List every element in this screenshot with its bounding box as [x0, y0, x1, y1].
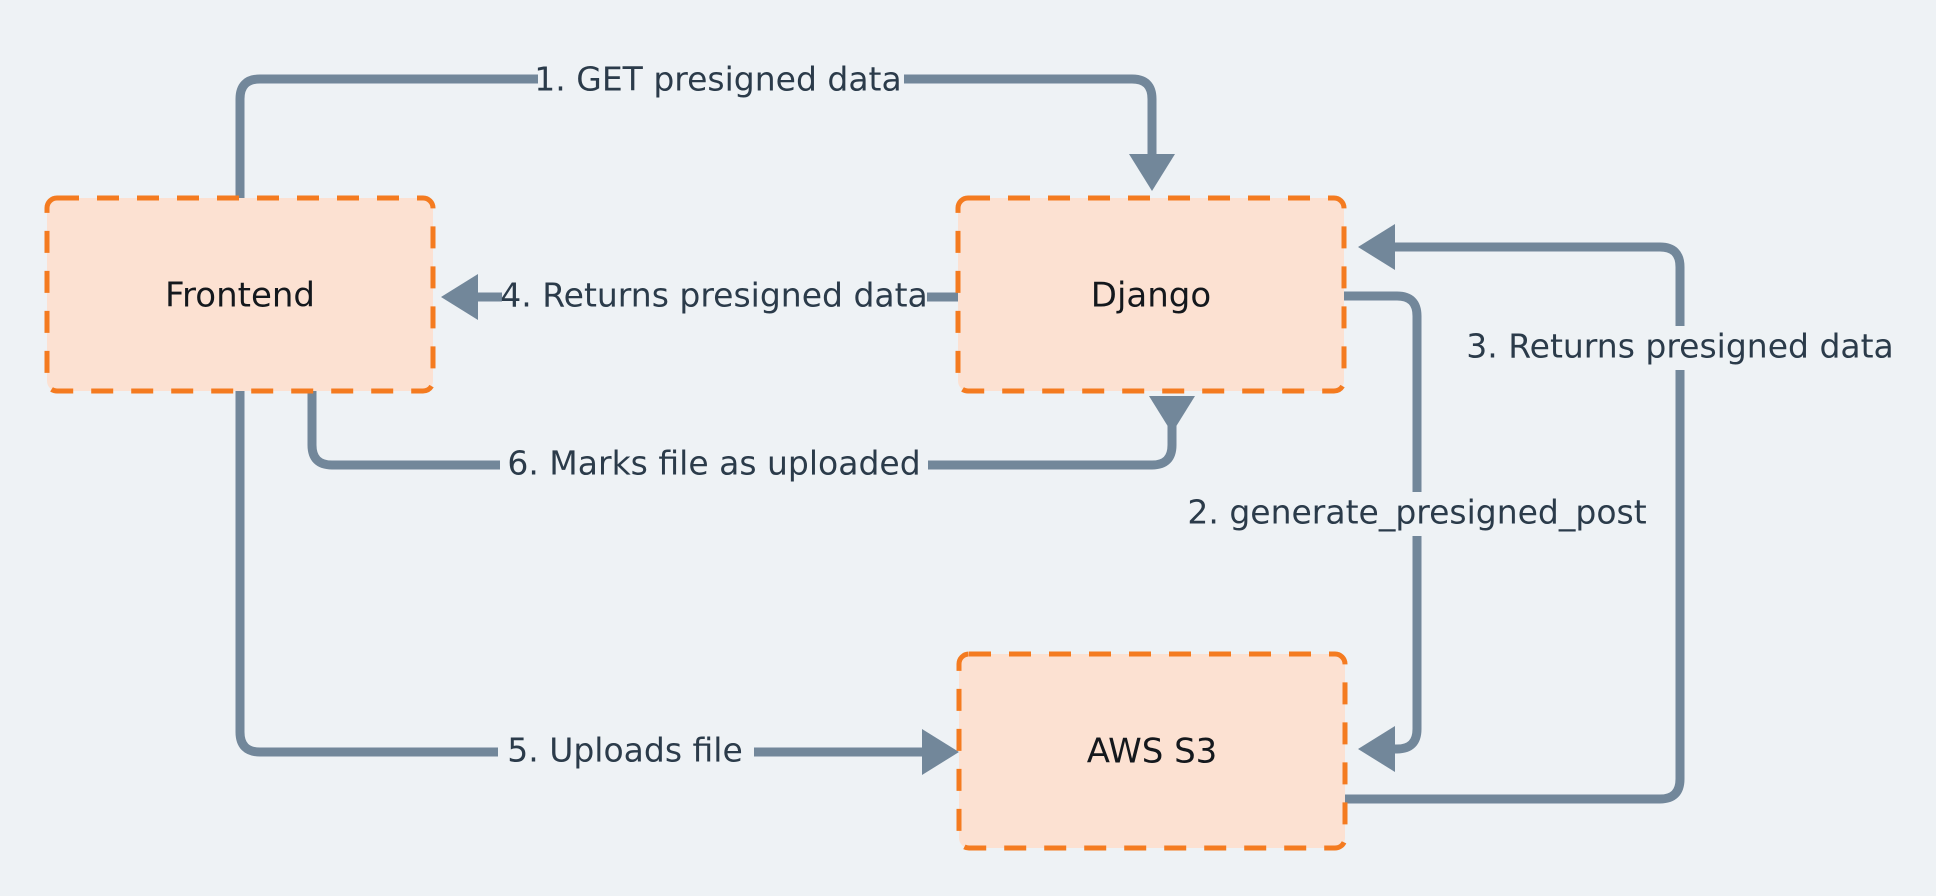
- node-django-box[interactable]: [955, 195, 1347, 394]
- edge-4-arrowhead: [441, 274, 478, 320]
- edge-5-label: 5. Uploads file: [507, 731, 743, 770]
- edge-1-arrowhead: [1129, 154, 1175, 191]
- node-aws-s3-box[interactable]: [956, 651, 1348, 851]
- edge-2-label-backdrop: [1196, 492, 1638, 536]
- edge-4-label: 4. Returns presigned data: [500, 276, 928, 315]
- edge-3-label: 3. Returns presigned data: [1466, 327, 1894, 366]
- edge-4-label-backdrop: [502, 275, 927, 319]
- edge-3-arrowhead: [1358, 224, 1395, 270]
- node-aws-s3-label: AWS S3: [1087, 732, 1218, 772]
- edge-2-generate-presigned-post: 2. generate_presigned_post: [1187, 291, 1647, 772]
- node-django[interactable]: Django: [955, 195, 1347, 394]
- edge-1-get-presigned-data: 1. GET presigned data: [235, 58, 1175, 203]
- edge-3-label-backdrop: [1470, 326, 1894, 370]
- edge-1-label-backdrop: [538, 58, 904, 102]
- node-frontend[interactable]: Frontend: [44, 195, 436, 394]
- node-frontend-box[interactable]: [44, 195, 436, 394]
- edge-6-label: 6. Marks file as uploaded: [507, 444, 920, 483]
- edge-6-marks-file-as-uploaded: 6. Marks file as uploaded: [307, 386, 1195, 487]
- edge-6-arrowhead: [1149, 396, 1195, 433]
- node-frontend-label: Frontend: [165, 276, 315, 316]
- edge-5-line: [235, 386, 939, 757]
- edge-3-returns-presigned-data: 3. Returns presigned data: [1339, 224, 1894, 804]
- edge-4-returns-presigned-data: 4. Returns presigned data: [441, 274, 963, 320]
- edge-5-uploads-file: 5. Uploads file: [235, 386, 959, 775]
- edge-1-label: 1. GET presigned data: [534, 60, 901, 99]
- edge-2-arrowhead: [1358, 726, 1395, 772]
- node-django-label: Django: [1091, 276, 1211, 316]
- edge-6-label-backdrop: [500, 443, 928, 487]
- edge-2-label: 2. generate_presigned_post: [1187, 493, 1646, 532]
- edge-5-label-backdrop: [498, 730, 754, 774]
- edge-3-line: [1339, 242, 1685, 804]
- node-aws-s3[interactable]: AWS S3: [956, 651, 1348, 851]
- edge-5-arrowhead: [922, 729, 959, 775]
